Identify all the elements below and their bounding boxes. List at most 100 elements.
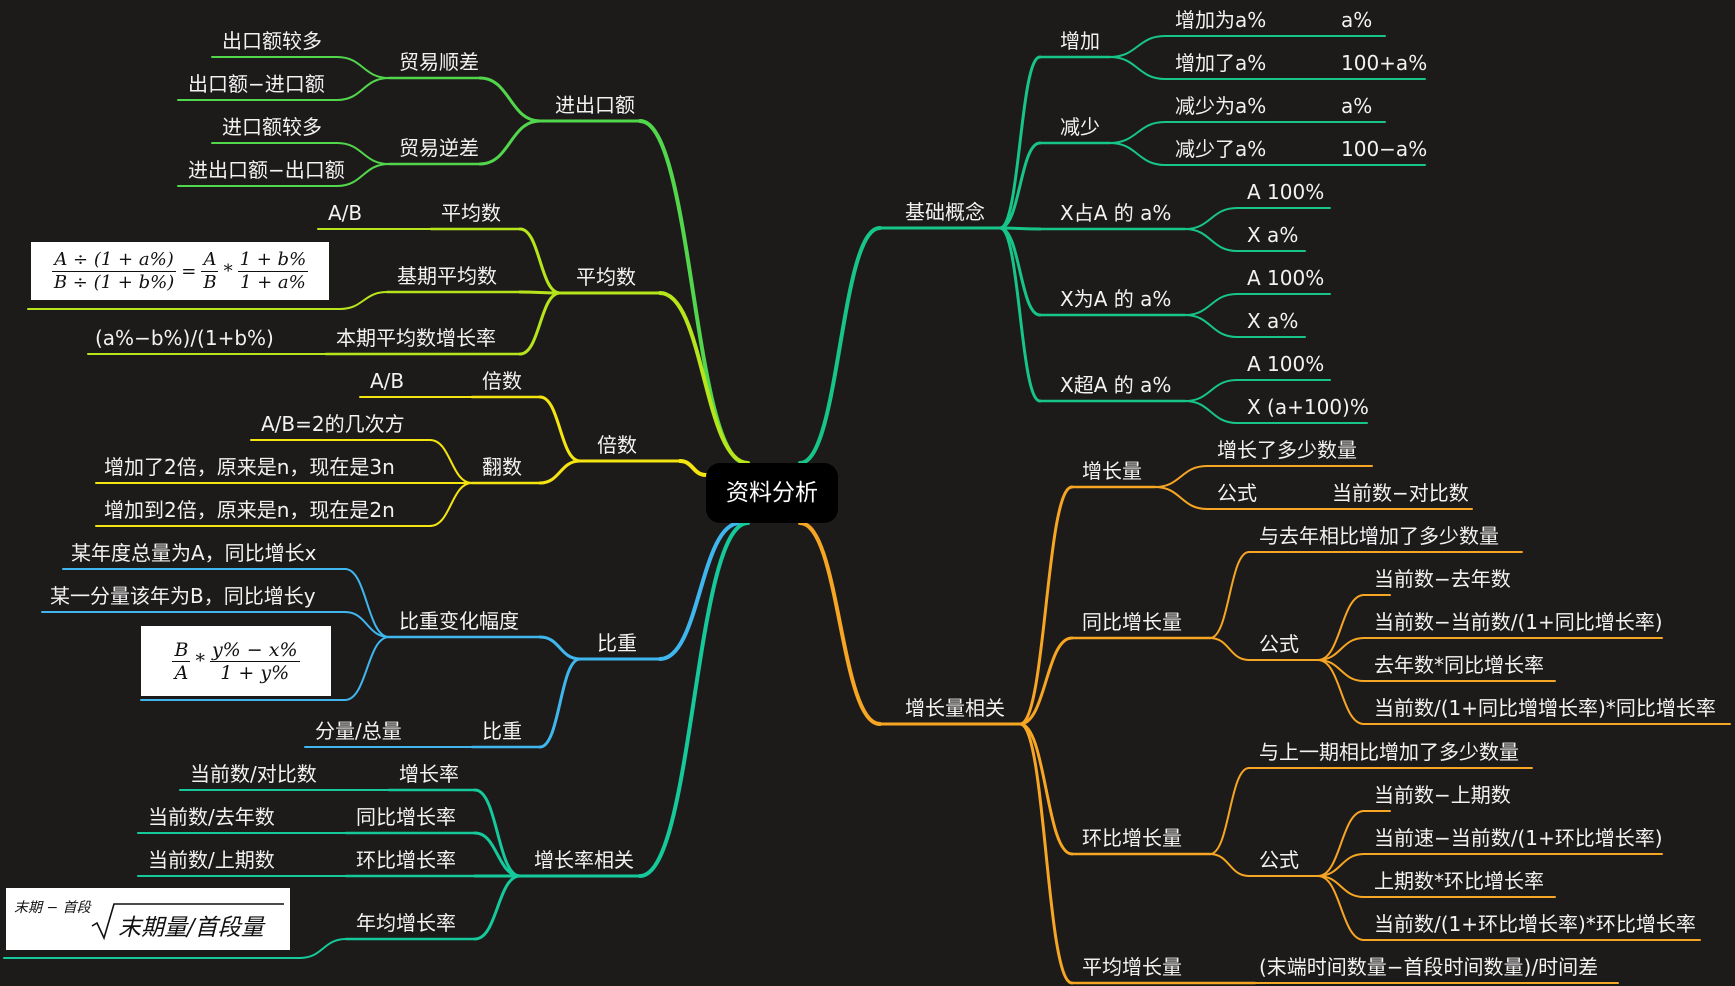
node-yoy-item-2[interactable]: 去年数*同比增长率 <box>1374 653 1544 677</box>
node-occupy-x[interactable]: X a% <box>1247 223 1299 247</box>
node-mom-formula[interactable]: 公式 <box>1259 848 1299 872</box>
node-avg-mean-val[interactable]: A/B <box>328 201 363 225</box>
node-share[interactable]: 比重 <box>597 631 637 655</box>
node-surplus[interactable]: 贸易顺差 <box>399 50 479 74</box>
edge-rate-annual <box>473 874 522 941</box>
edge-mom-item-0 <box>1317 810 1365 877</box>
node-growth[interactable]: 增长量相关 <box>905 696 1005 720</box>
node-avg-amount-desc[interactable]: (末端时间数量−首段时间数量)/时间差 <box>1259 955 1599 979</box>
node-mom-item-3[interactable]: 当前数/(1+环比增长率)*环比增长率 <box>1374 912 1696 936</box>
node-mom-item-1[interactable]: 当前速−当前数/(1+环比增长率) <box>1374 826 1663 850</box>
edge-exceed-x <box>1184 400 1238 424</box>
node-avg-base[interactable]: 基期平均数 <box>397 264 497 288</box>
node-deficit-b[interactable]: 进出口额−出口额 <box>188 158 345 182</box>
edge-decrease-by <box>1109 142 1166 166</box>
edge-amount-desc <box>1154 465 1208 488</box>
node-deficit[interactable]: 贸易逆差 <box>399 136 479 160</box>
edge-mom-item-3 <box>1317 875 1365 941</box>
node-is-a[interactable]: A 100% <box>1247 266 1325 290</box>
edge-avg-base-formula <box>339 291 388 310</box>
edge-rate-annual-formula <box>299 938 347 959</box>
node-avg-mean[interactable]: 平均数 <box>441 201 501 225</box>
node-share-change-b[interactable]: 某一分量该年为B，同比增长y <box>50 584 316 608</box>
node-avg-rate-val[interactable]: (a%−b%)/(1+b%) <box>95 326 274 350</box>
node-share-change-a[interactable]: 某年度总量为A，同比增长x <box>71 541 317 565</box>
node-yoy-item-0[interactable]: 当前数−去年数 <box>1374 567 1511 591</box>
node-is[interactable]: X为A 的 a% <box>1060 287 1172 311</box>
node-occupy-a[interactable]: A 100% <box>1247 180 1325 204</box>
edge-root-growth <box>798 521 882 726</box>
node-trade[interactable]: 进出口额 <box>555 93 635 117</box>
node-increase[interactable]: 增加 <box>1060 29 1100 53</box>
edge-share-change <box>538 635 582 661</box>
edge-yoy-item-1 <box>1317 637 1365 661</box>
node-mom-item-0[interactable]: 当前数−上期数 <box>1374 783 1511 807</box>
node-surplus-a[interactable]: 出口额较多 <box>222 29 322 53</box>
node-double-b[interactable]: 增加了2倍，原来是n，现在是3n <box>104 455 395 479</box>
node-increase-became-val[interactable]: a% <box>1341 8 1373 32</box>
node-avg-amount[interactable]: 平均增长量 <box>1082 955 1182 979</box>
node-mom-desc[interactable]: 与上一期相比增加了多少数量 <box>1259 740 1519 764</box>
node-growth-amount-desc[interactable]: 增长了多少数量 <box>1217 438 1357 462</box>
edge-growth-mom <box>1018 722 1074 856</box>
node-share-change[interactable]: 比重变化幅度 <box>399 609 519 633</box>
edge-growth-yoy <box>1018 636 1074 726</box>
node-yoy-amount[interactable]: 同比增长量 <box>1082 610 1182 634</box>
annual-rate-radicand: 末期量/首段量 <box>118 915 264 941</box>
edge-yoy-desc <box>1209 551 1250 639</box>
edge-yoy-item-0 <box>1317 594 1365 661</box>
node-rate-mom[interactable]: 环比增长率 <box>356 848 456 872</box>
edge-increase-became <box>1109 35 1166 58</box>
node-rate-annual[interactable]: 年均增长率 <box>356 911 456 935</box>
node-yoy-item-3[interactable]: 当前数/(1+同比增增长率)*同比增长率 <box>1374 696 1716 720</box>
node-exceed-a[interactable]: A 100% <box>1247 352 1325 376</box>
node-yoy-item-1[interactable]: 当前数−当前数/(1+同比增长率) <box>1374 610 1663 634</box>
edge-deficit-b <box>336 163 390 187</box>
node-increase-by[interactable]: 增加了a% <box>1175 51 1267 75</box>
node-decrease-by-val[interactable]: 100−a% <box>1341 137 1428 161</box>
edge-deficit-a <box>336 142 390 165</box>
node-multiple-ratio[interactable]: 倍数 <box>482 369 522 393</box>
node-surplus-b[interactable]: 出口额−进口额 <box>188 72 325 96</box>
node-rate-yoy-val[interactable]: 当前数/去年数 <box>148 805 275 829</box>
node-avg[interactable]: 平均数 <box>576 265 636 289</box>
node-double-a[interactable]: A/B=2的几次方 <box>261 412 405 436</box>
node-growth-amount-formula[interactable]: 公式 <box>1217 481 1257 505</box>
root-node[interactable]: 资料分析 <box>706 463 838 523</box>
node-multiple-ratio-val[interactable]: A/B <box>370 369 405 393</box>
node-rate-yoy[interactable]: 同比增长率 <box>356 805 456 829</box>
edge-rate-growth <box>473 788 522 878</box>
node-rate[interactable]: 增长率相关 <box>534 848 634 872</box>
node-decrease-became-val[interactable]: a% <box>1341 94 1373 118</box>
node-share-ratio-val[interactable]: 分量/总量 <box>315 719 402 743</box>
node-mom-amount[interactable]: 环比增长量 <box>1082 826 1182 850</box>
node-share-ratio[interactable]: 比重 <box>482 719 522 743</box>
node-exceed[interactable]: X超A 的 a% <box>1060 373 1172 397</box>
node-yoy-desc[interactable]: 与去年相比增加了多少数量 <box>1259 524 1499 548</box>
node-double-c[interactable]: 增加到2倍，原来是n，现在是2n <box>104 498 395 522</box>
node-exceed-x[interactable]: X (a+100)% <box>1247 395 1369 419</box>
node-decrease-by[interactable]: 减少了a% <box>1175 137 1267 161</box>
node-avg-rate[interactable]: 本期平均数增长率 <box>336 326 496 350</box>
node-rate-mom-val[interactable]: 当前数/上期数 <box>148 848 275 872</box>
node-occupy[interactable]: X占A 的 a% <box>1060 201 1172 225</box>
edge-mom-item-1 <box>1317 853 1365 877</box>
node-mom-item-2[interactable]: 上期数*环比增长率 <box>1374 869 1544 893</box>
node-rate-growth-val[interactable]: 当前数/对比数 <box>190 762 317 786</box>
node-increase-by-val[interactable]: 100+a% <box>1341 51 1428 75</box>
node-growth-amount-formula-val[interactable]: 当前数−对比数 <box>1332 481 1469 505</box>
node-basic[interactable]: 基础概念 <box>905 200 985 224</box>
node-multiple[interactable]: 倍数 <box>597 433 637 457</box>
edge-mom-desc <box>1209 767 1250 855</box>
node-double[interactable]: 翻数 <box>482 455 522 479</box>
node-yoy-formula[interactable]: 公式 <box>1259 632 1299 656</box>
node-decrease[interactable]: 减少 <box>1060 115 1100 139</box>
node-decrease-became[interactable]: 减少为a% <box>1175 94 1267 118</box>
node-growth-amount[interactable]: 增长量 <box>1082 459 1142 483</box>
node-deficit-a[interactable]: 进口额较多 <box>222 115 322 139</box>
node-rate-growth[interactable]: 增长率 <box>399 762 459 786</box>
node-increase-became[interactable]: 增加为a% <box>1175 8 1267 32</box>
node-is-x[interactable]: X a% <box>1247 309 1299 333</box>
